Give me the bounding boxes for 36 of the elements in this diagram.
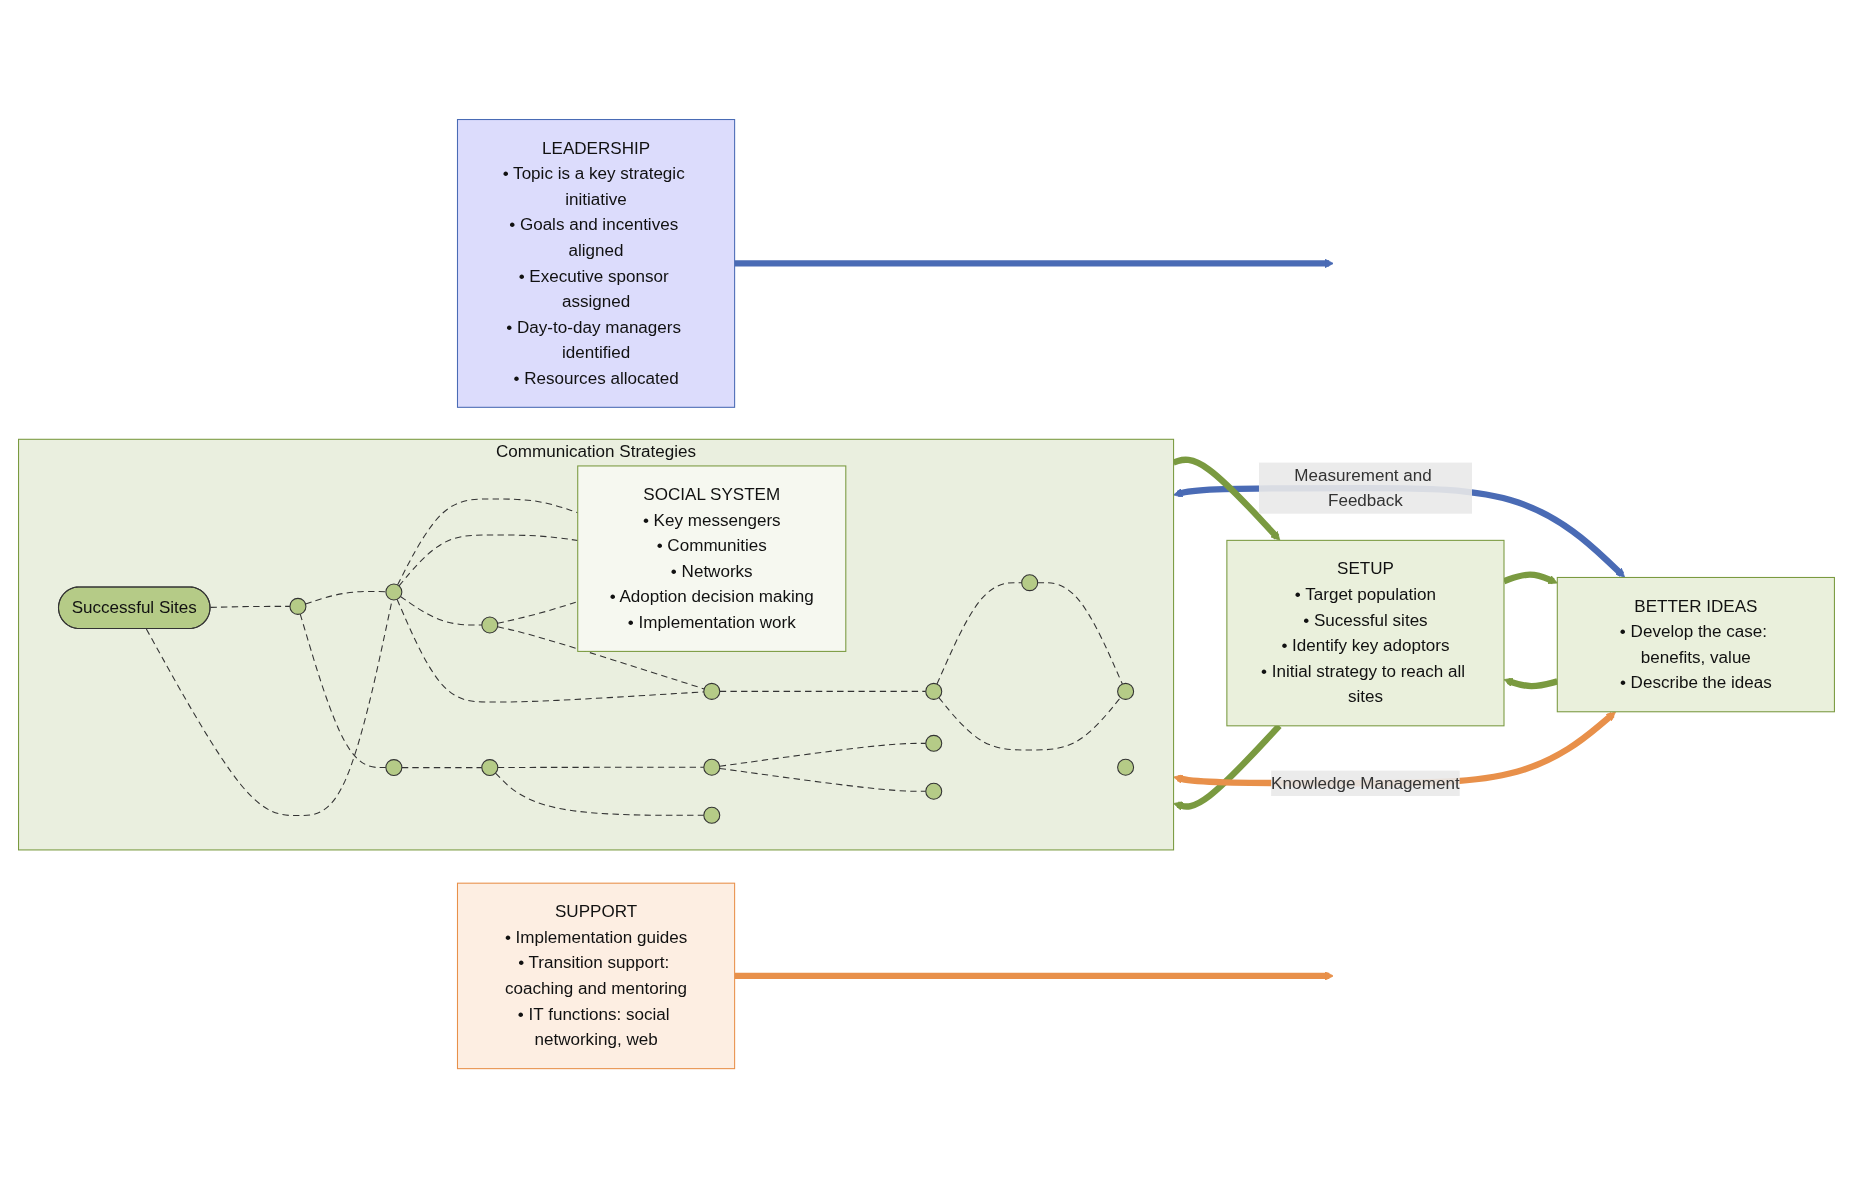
connector (719, 743, 927, 768)
connector (396, 599, 705, 703)
edge-label: Knowledge Management (1271, 774, 1460, 793)
connector (936, 582, 1023, 685)
connector (497, 767, 705, 769)
node-circle (703, 807, 721, 825)
node-circle (1117, 759, 1135, 777)
node-circle (1021, 574, 1039, 592)
node-circle (385, 759, 403, 777)
node-box: SETUP • Target population • Sucessful sites • Identify key adoptors • Initial strategy to reach all sites (1226, 540, 1505, 727)
node-box: SOCIAL SYSTEM • Key messengers • Communities • Networks • Adoption decision making • Implementation work (577, 465, 847, 653)
connector (305, 591, 387, 605)
node-box: LEADERSHIP • Topic is a key strategic initiative • Goals and incentives aligned • Executive sponsor assigned • Day-to-day managers identified • Resources allocated (456, 119, 736, 409)
node-box: SUPPORT • Implementation guides • Transition support: coaching and mentoring • IT functions: social networking, web (456, 883, 736, 1070)
edge-label: Measurement and Feedback (1294, 466, 1432, 510)
node-circle (925, 735, 943, 753)
node-circle (385, 583, 403, 601)
node-box: BETTER IDEAS • Develop the case: benefits, value • Describe the ideas (1556, 577, 1835, 713)
connector (145, 599, 393, 817)
node-circle (1117, 683, 1135, 701)
node-circle (481, 616, 499, 634)
connector (719, 691, 927, 693)
connector (497, 626, 705, 690)
node-circle (703, 683, 721, 701)
arrow (1502, 571, 1558, 585)
connector (299, 613, 387, 769)
node-circle (925, 783, 943, 801)
node-circle (925, 683, 943, 701)
node-circle (481, 759, 499, 777)
connector (719, 768, 927, 793)
arrow (734, 259, 1334, 269)
node-circle (703, 759, 721, 777)
arrow (734, 971, 1334, 981)
connector (938, 697, 1122, 751)
node-circle (289, 598, 307, 616)
connector (1037, 582, 1123, 685)
